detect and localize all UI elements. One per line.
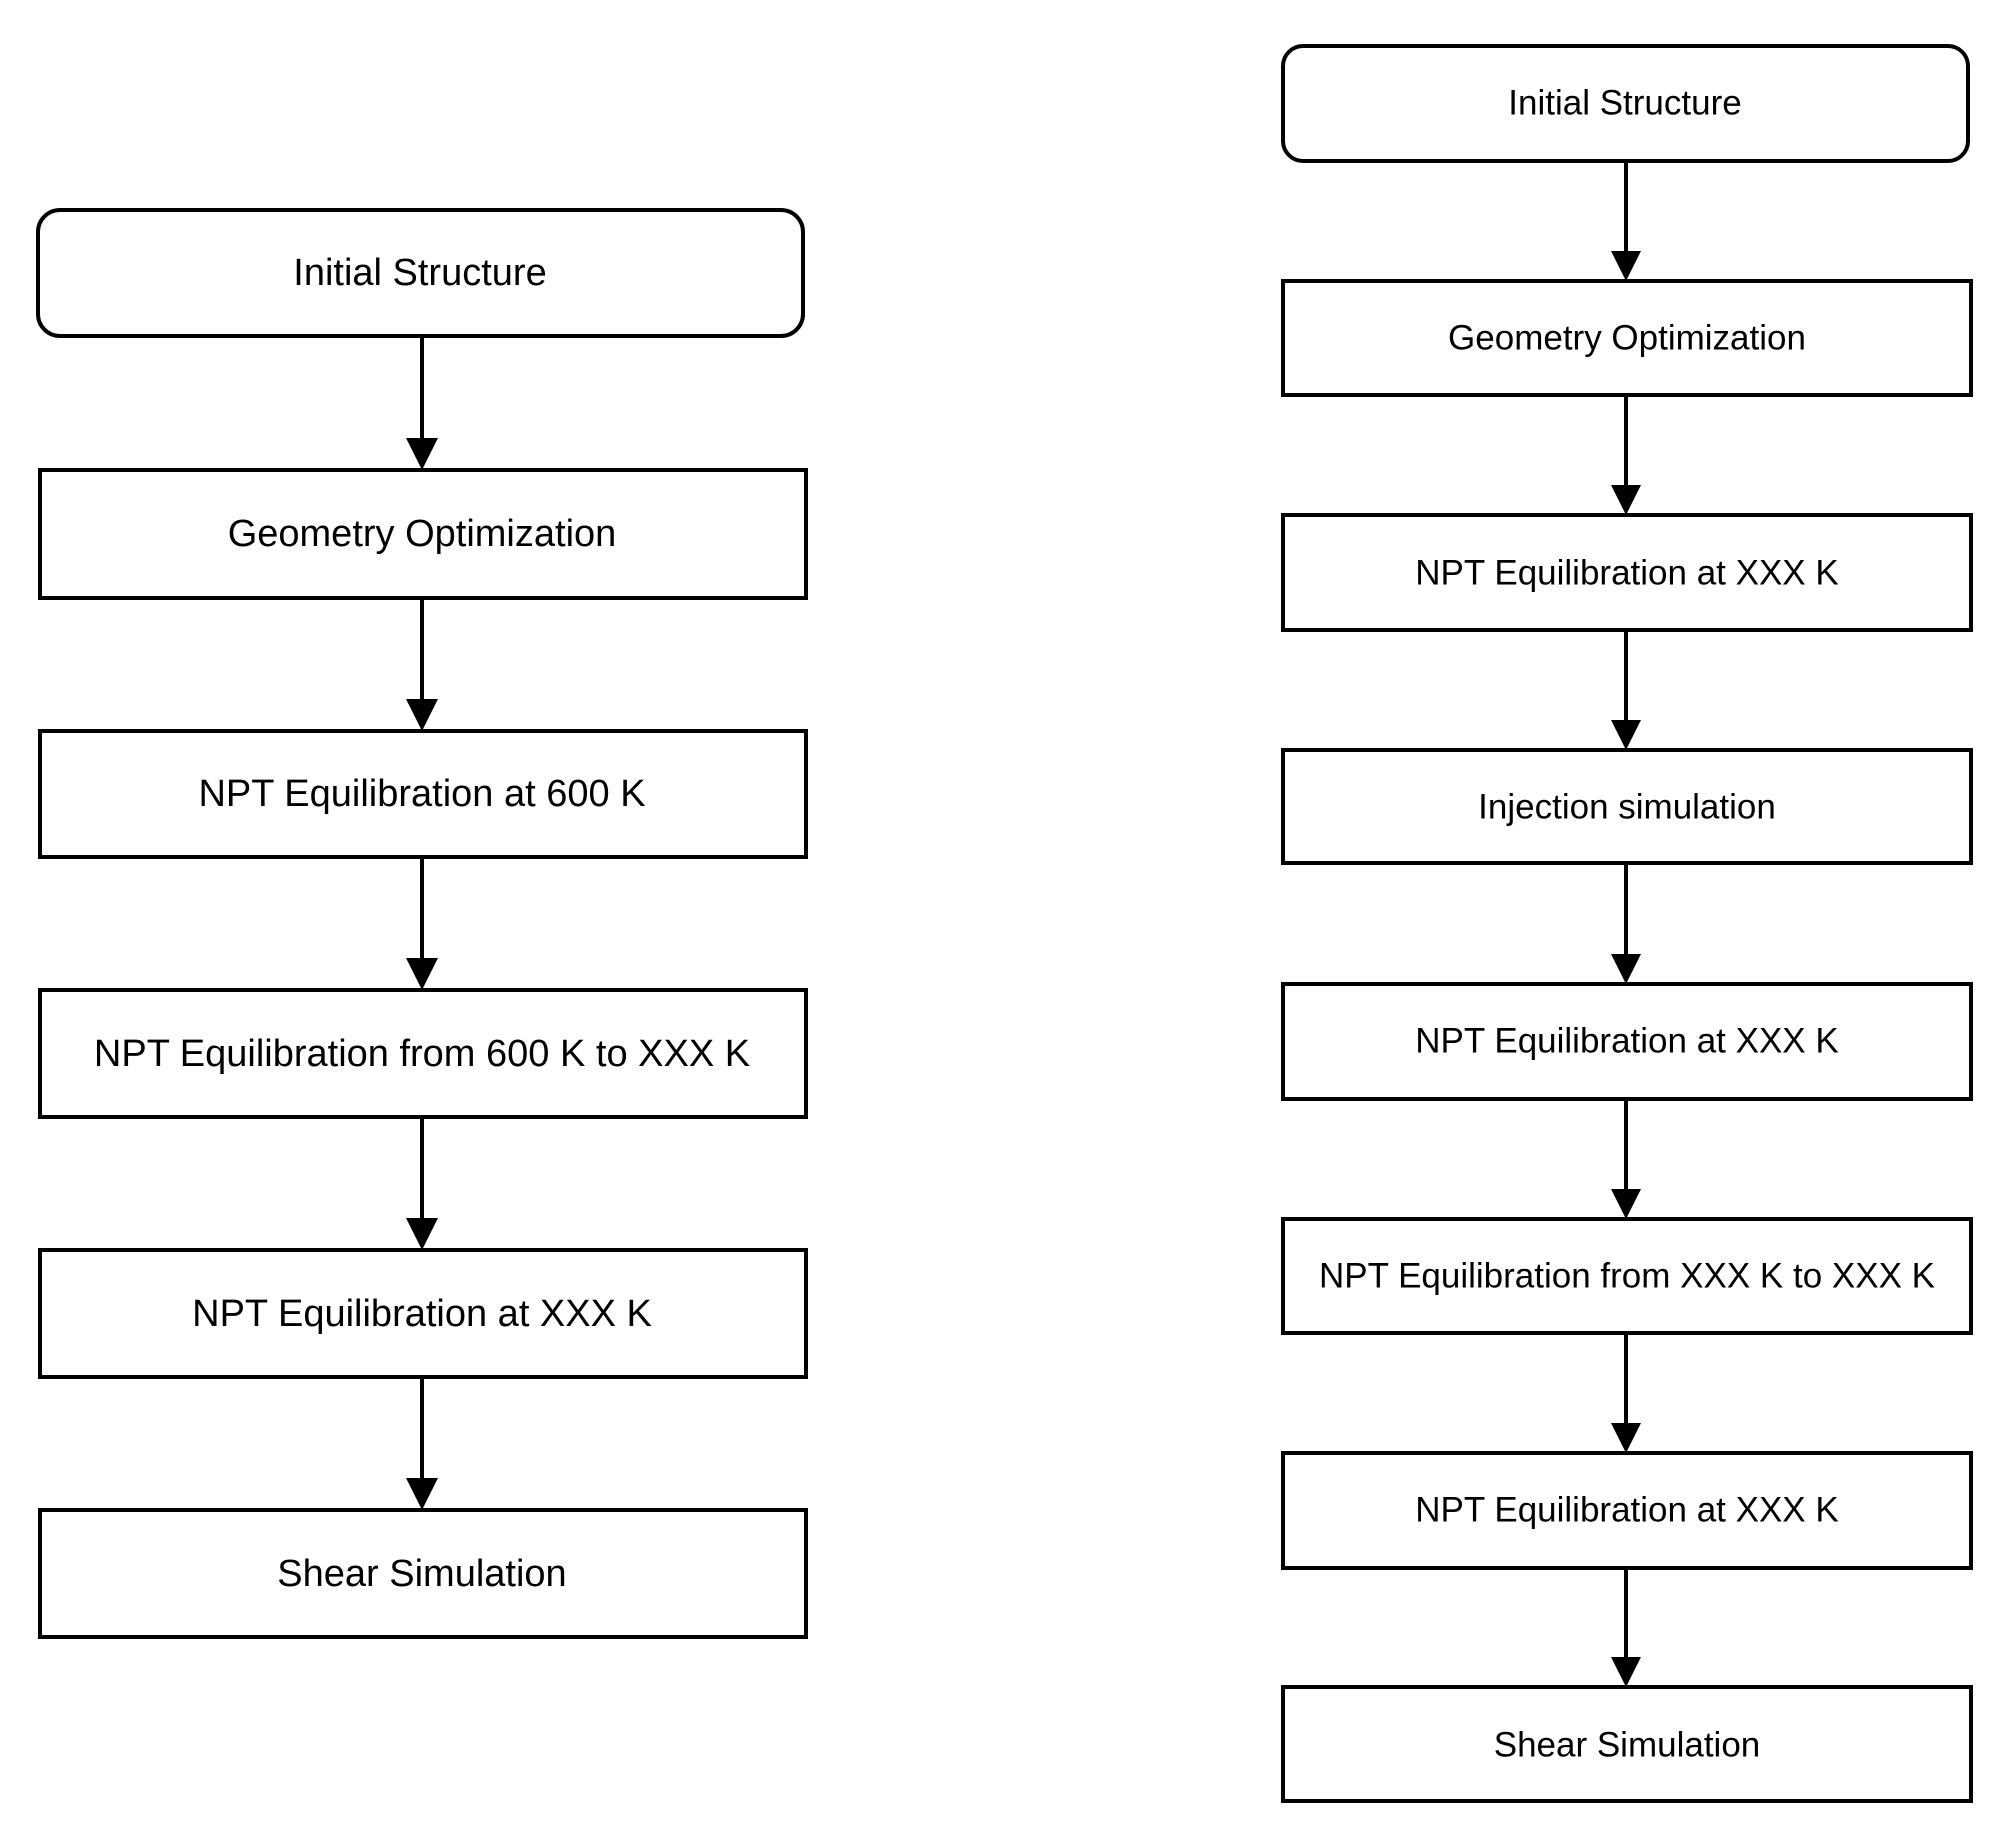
left-step-3-label: NPT Equilibration at 600 K xyxy=(198,773,645,815)
left-arrowhead-2 xyxy=(406,699,438,731)
right-step-4-label: Injection simulation xyxy=(1478,788,1776,827)
left-step-2-box xyxy=(38,468,808,600)
right-step-3-label: NPT Equilibration at XXX K xyxy=(1415,554,1838,593)
right-arrowhead-1 xyxy=(1611,251,1641,281)
right-step-7-label: NPT Equilibration at XXX K xyxy=(1415,1491,1838,1530)
right-step-3-box xyxy=(1281,513,1973,632)
right-step-6-label: NPT Equilibration from XXX K to XXX K xyxy=(1319,1257,1935,1296)
right-arrowhead-3 xyxy=(1611,720,1641,750)
right-step-7-box xyxy=(1281,1451,1973,1570)
left-step-4-box xyxy=(38,988,808,1119)
left-arrowhead-4 xyxy=(406,1218,438,1250)
right-step-5-box xyxy=(1281,982,1973,1101)
right-arrowhead-5 xyxy=(1611,1189,1641,1219)
right-arrowhead-4 xyxy=(1611,954,1641,984)
right-arrowhead-2 xyxy=(1611,485,1641,515)
right-step-8-label: Shear Simulation xyxy=(1494,1726,1761,1765)
left-step-4-label: NPT Equilibration from 600 K to XXX K xyxy=(94,1033,750,1075)
right-step-4-box xyxy=(1281,748,1973,865)
left-step-5-label: NPT Equilibration at XXX K xyxy=(192,1293,652,1335)
flowchart-left: Initial Structure Geometry Optimization … xyxy=(36,208,808,1639)
left-step-6-box xyxy=(38,1508,808,1639)
right-step-6-box xyxy=(1281,1217,1973,1335)
right-arrowhead-7 xyxy=(1611,1657,1641,1687)
flowchart-right: Initial Structure Geometry Optimization … xyxy=(1281,44,1973,1803)
right-step-8-box xyxy=(1281,1685,1973,1803)
left-arrowhead-5 xyxy=(406,1478,438,1510)
left-step-6-label: Shear Simulation xyxy=(277,1553,566,1595)
left-arrowhead-1 xyxy=(406,438,438,470)
left-step-2-label: Geometry Optimization xyxy=(228,513,617,555)
right-step-1-label: Initial Structure xyxy=(1508,84,1741,123)
left-step-5-box xyxy=(38,1248,808,1379)
right-step-5-label: NPT Equilibration at XXX K xyxy=(1415,1022,1838,1061)
right-step-2-label: Geometry Optimization xyxy=(1448,319,1806,358)
right-arrowhead-6 xyxy=(1611,1423,1641,1453)
left-arrowhead-3 xyxy=(406,958,438,990)
left-step-1-label: Initial Structure xyxy=(293,252,546,294)
